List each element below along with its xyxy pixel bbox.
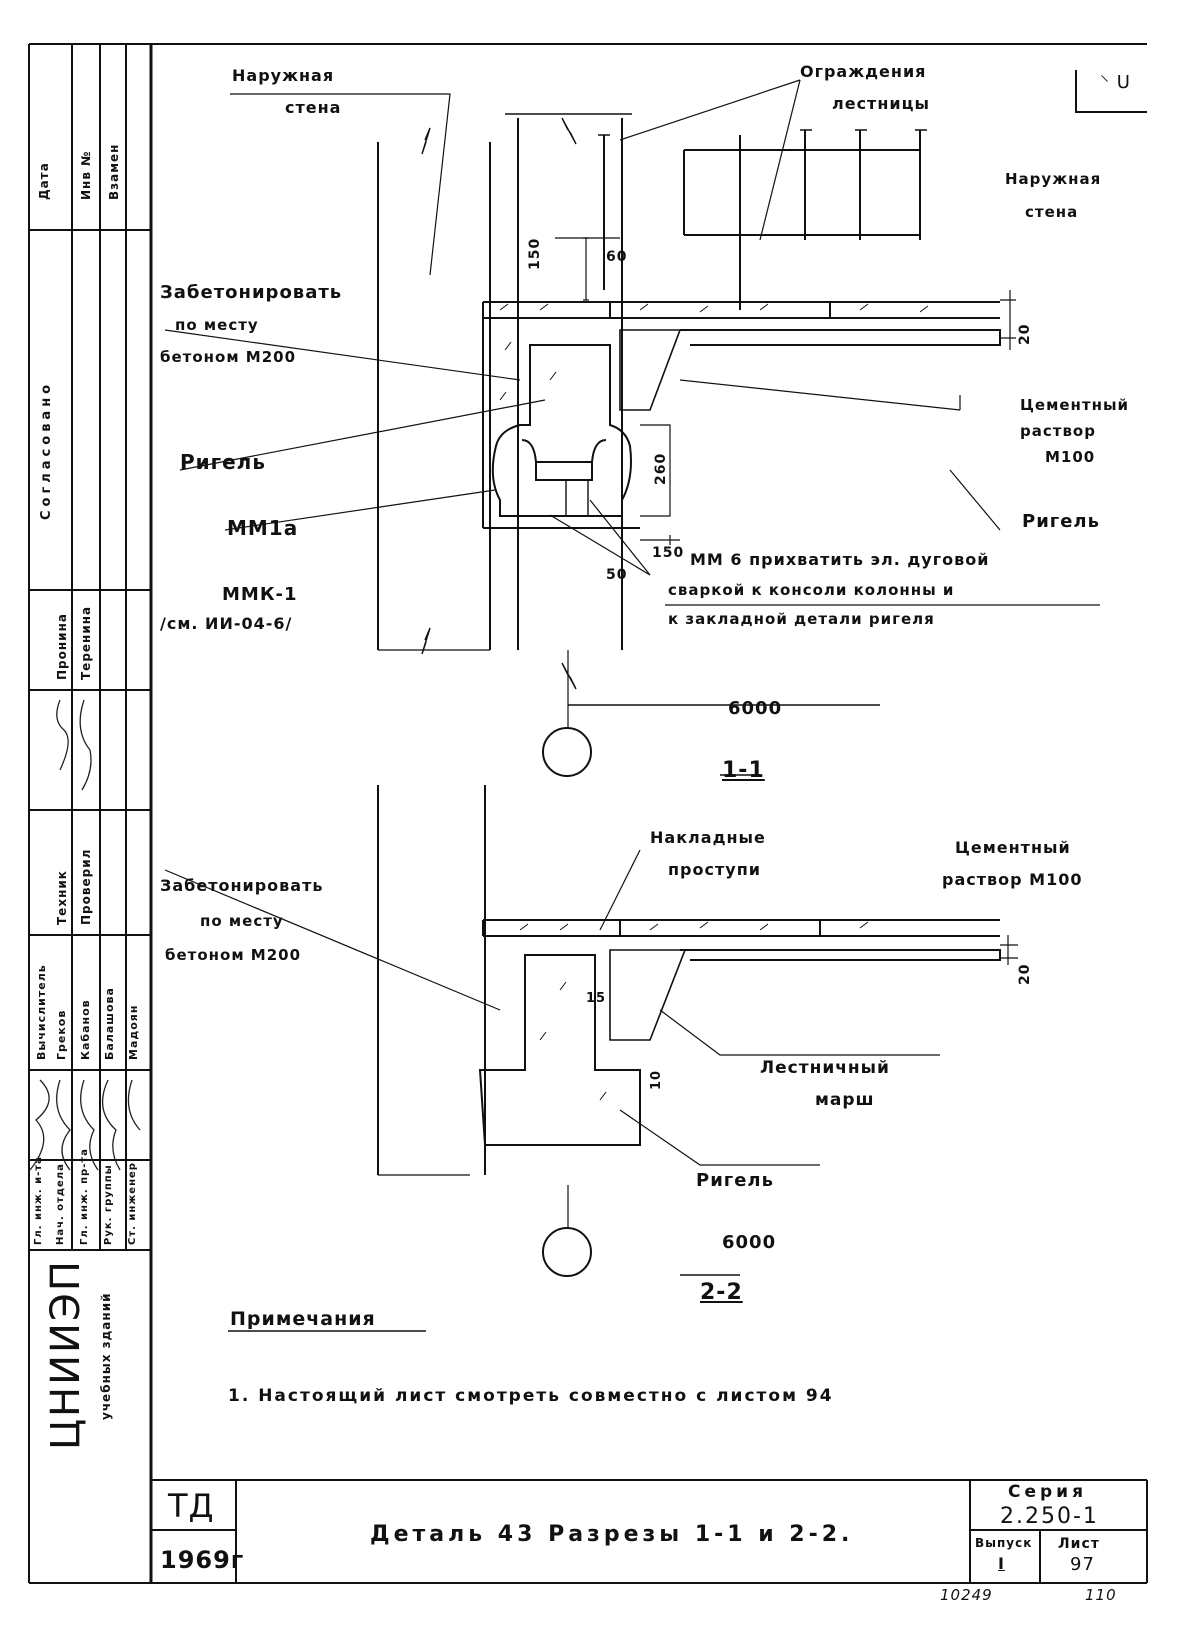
label-treads-2: проступи xyxy=(668,860,761,879)
label-outer-wall-right-1: Наружная xyxy=(1005,170,1102,188)
dim-150-bottom: 150 xyxy=(652,545,685,561)
issue-label: Выпуск xyxy=(975,1536,1033,1550)
notes-heading: Примечания xyxy=(230,1308,376,1330)
dim-50: 50 xyxy=(606,567,628,583)
dim-10: 10 xyxy=(649,1069,664,1090)
grid-axis-bubble-1 xyxy=(542,727,592,777)
title-code: ТД xyxy=(168,1487,215,1525)
corner-mark: ⸌ U xyxy=(1100,72,1131,93)
label-cement-mortar-1-2: раствор xyxy=(1020,422,1096,440)
label-railing-2: лестницы xyxy=(832,94,930,113)
dim-150-top: 150 xyxy=(527,237,543,270)
label-mm6-line-1: ММ 6 прихватить эл. дуговой xyxy=(690,550,990,569)
crossbar-section-1 xyxy=(491,344,632,517)
label-stair-flight-1: Лестничный xyxy=(760,1058,890,1078)
dim-15: 15 xyxy=(586,991,607,1006)
series-value: 2.250-1 xyxy=(1000,1504,1099,1529)
label-outer-wall-left-1: Наружная xyxy=(232,66,335,85)
label-outer-wall-left-2: стена xyxy=(285,98,342,117)
label-cement-mortar-2-2: раствор М100 xyxy=(942,870,1083,889)
dim-60: 60 xyxy=(606,249,628,265)
span-2: 6000 xyxy=(722,1232,777,1253)
section-title-1-1: 1-1 xyxy=(722,758,765,783)
issue-value: I xyxy=(998,1554,1005,1573)
dim-20-2: 20 xyxy=(1017,963,1033,985)
label-mm6-line-3: к закладной детали ригеля xyxy=(668,610,935,628)
label-concrete-fill-2-3: бетоном М200 xyxy=(165,946,302,964)
landing-slab xyxy=(482,301,1000,319)
crossbar-section-2 xyxy=(478,954,641,1146)
stair-slab-2 xyxy=(482,919,1000,937)
label-part-ref: /см. ИИ-04-6/ xyxy=(160,614,293,633)
label-mm6-line-2: сваркой к консоли колонны и xyxy=(668,581,955,599)
label-concrete-fill-1-3: бетоном М200 xyxy=(160,348,297,366)
archive-number: 10249 xyxy=(940,1586,993,1604)
label-cement-mortar-1-3: М100 xyxy=(1045,448,1096,466)
series-label: Серия xyxy=(1008,1482,1088,1502)
label-crossbar-2: Ригель xyxy=(696,1170,774,1191)
label-crossbar-1: Ригель xyxy=(180,450,266,474)
sheet-label: Лист xyxy=(1058,1536,1100,1552)
label-cement-mortar-1-1: Цементный xyxy=(1020,396,1130,414)
grid-axis-bubble-2 xyxy=(542,1227,592,1277)
label-mm1a: ММ1а xyxy=(227,516,299,540)
span-1: 6000 xyxy=(728,698,783,719)
dim-20-1: 20 xyxy=(1017,323,1033,345)
label-concrete-fill-1-2: по месту xyxy=(175,316,259,334)
sheet-value: 97 xyxy=(1070,1554,1095,1575)
section-title-2-2: 2-2 xyxy=(700,1280,743,1305)
drawing-title: Деталь 43 Разрезы 1-1 и 2-2. xyxy=(370,1522,854,1547)
notes-item-1: 1. Настоящий лист смотреть совместно с л… xyxy=(228,1386,834,1406)
label-concrete-fill-1-1: Забетонировать xyxy=(160,282,343,303)
label-treads-1: Накладные xyxy=(650,828,766,847)
label-stair-flight-2: марш xyxy=(815,1090,875,1110)
dim-260: 260 xyxy=(653,452,669,485)
label-mmk1: ММК-1 xyxy=(222,584,298,605)
page-number: 110 xyxy=(1085,1586,1117,1604)
label-crossbar-right: Ригель xyxy=(1022,511,1100,532)
label-railing-1: Ограждения xyxy=(800,62,927,81)
title-year: 1969г xyxy=(160,1546,245,1574)
label-cement-mortar-2-1: Цементный xyxy=(955,838,1071,857)
label-concrete-fill-2-1: Забетонировать xyxy=(160,876,324,895)
label-concrete-fill-2-2: по месту xyxy=(200,912,284,930)
label-outer-wall-right-2: стена xyxy=(1025,203,1079,221)
